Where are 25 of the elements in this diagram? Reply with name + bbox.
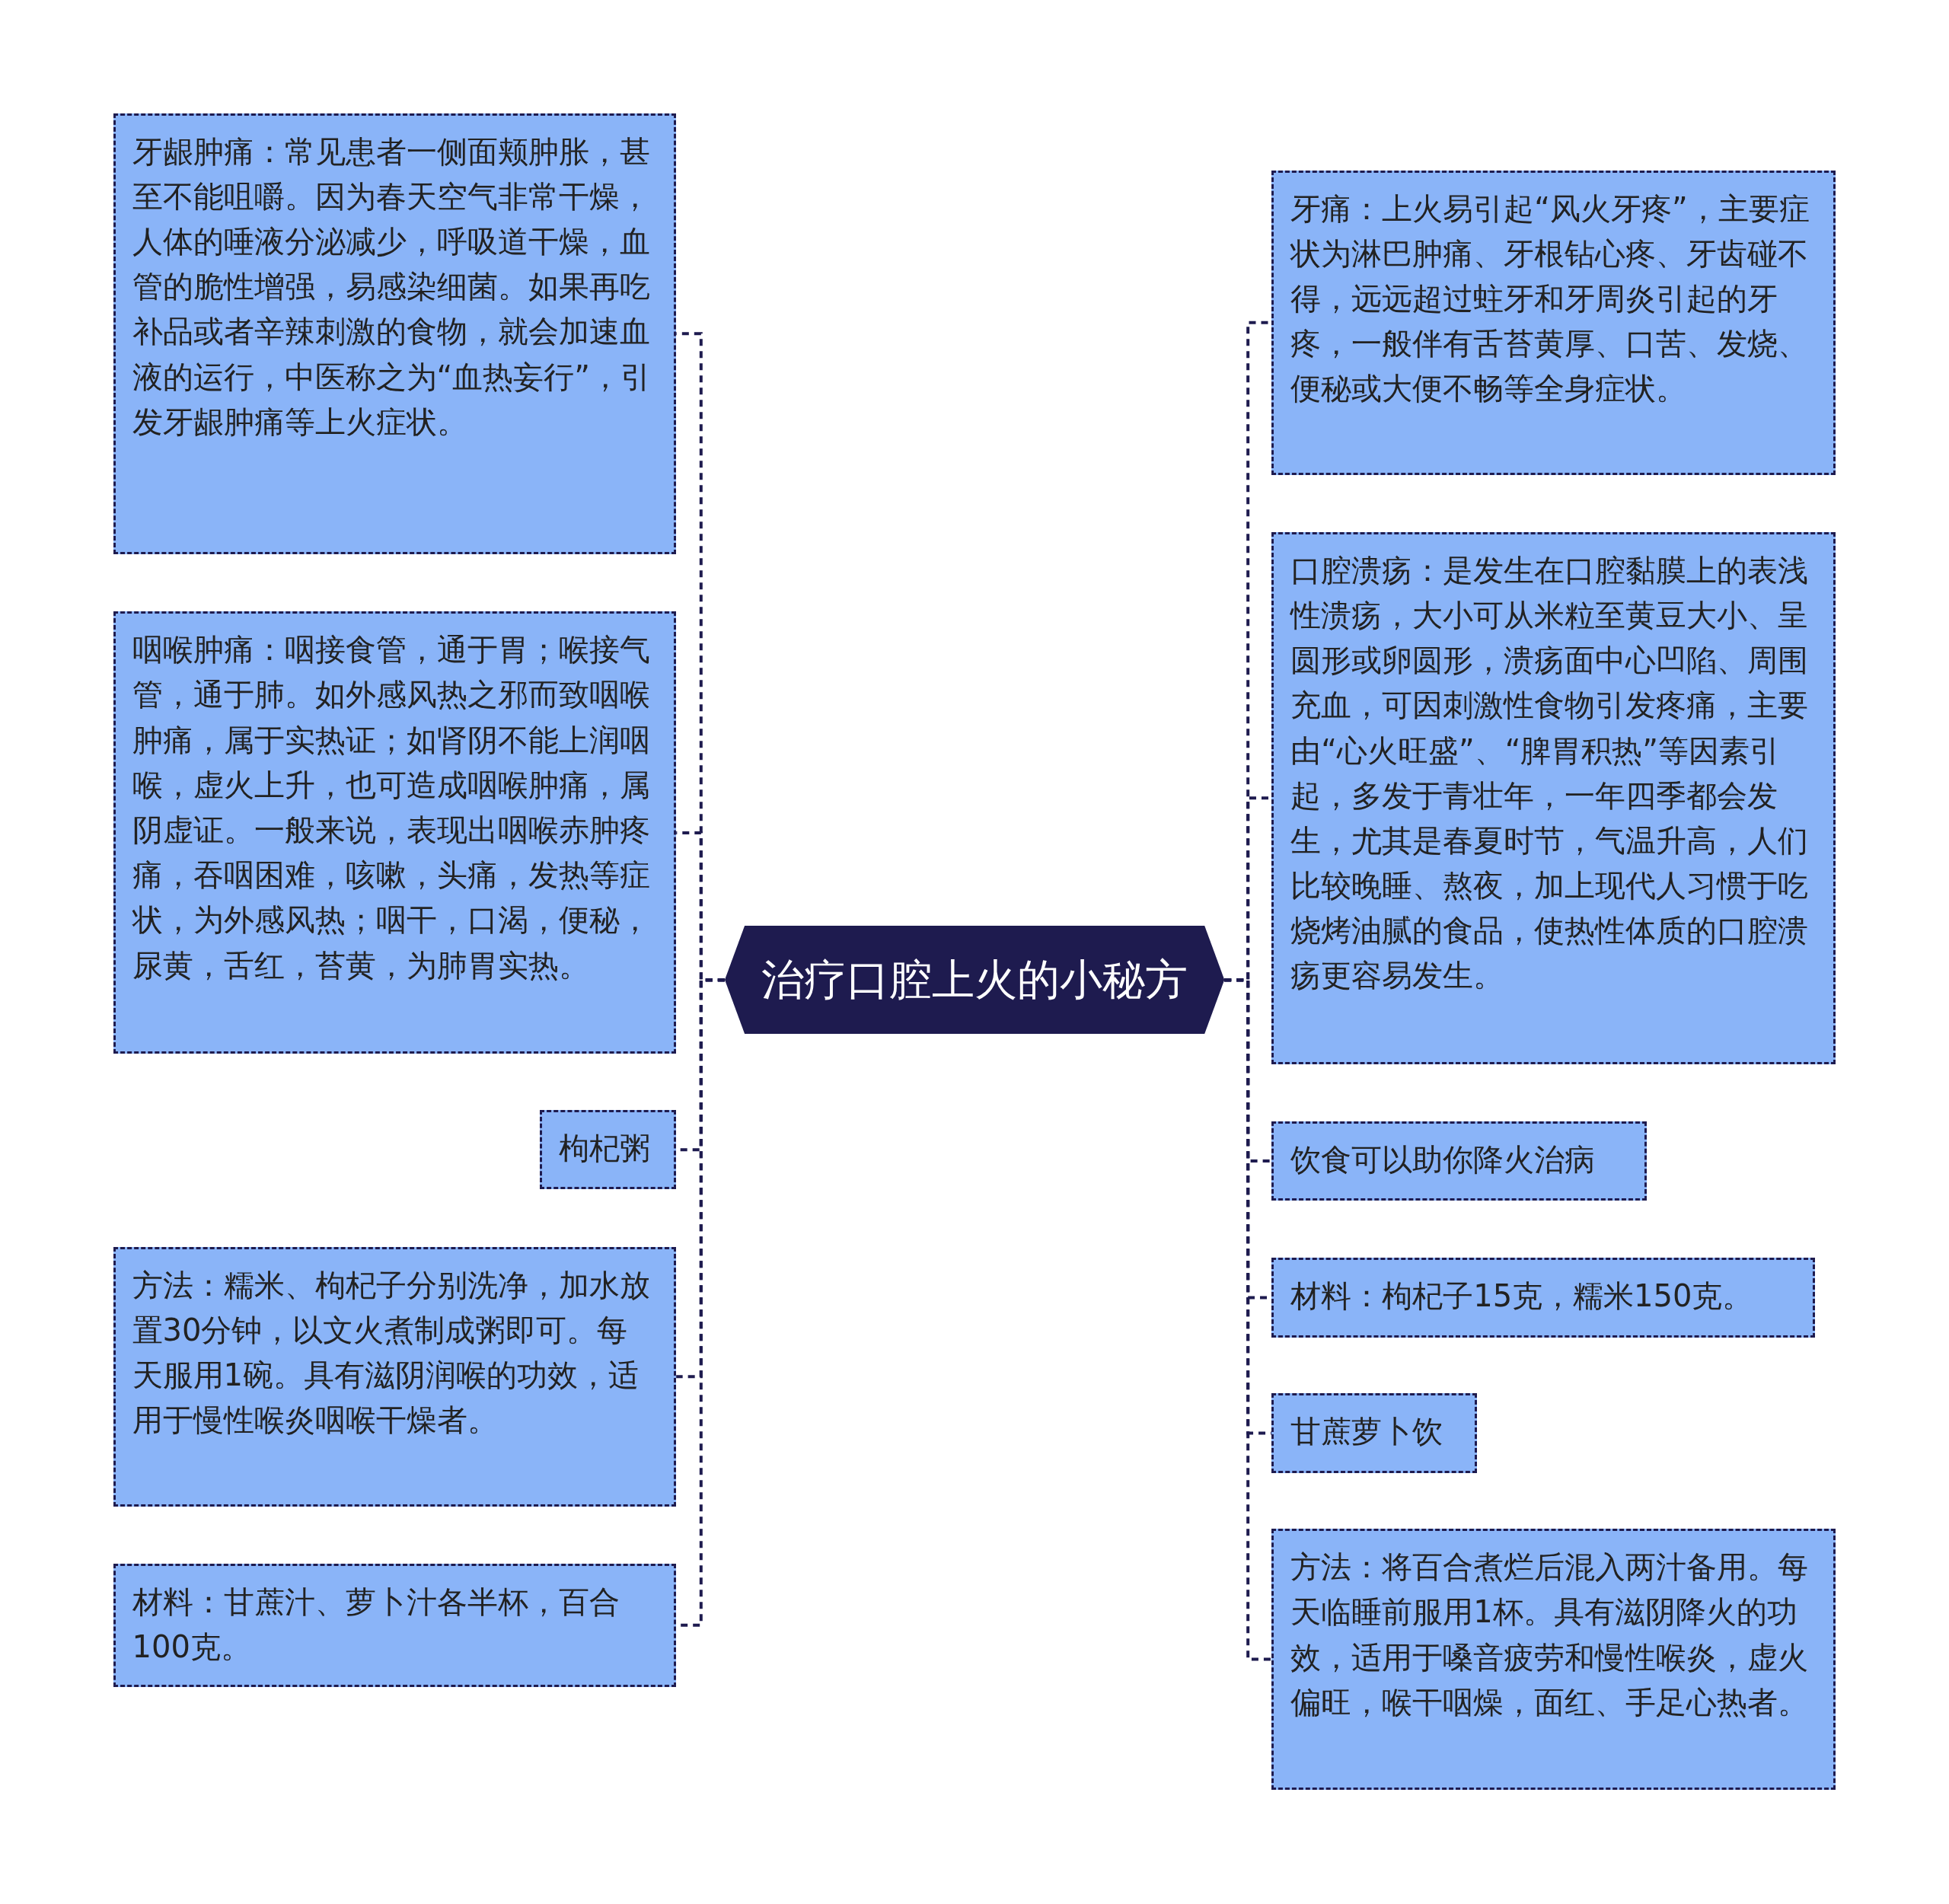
text-box (539, 1109, 677, 1190)
text-box (1271, 170, 1836, 475)
text-box (113, 611, 677, 1054)
text-box (1271, 1393, 1477, 1473)
note-text: 材料：枸杞子15克，糯米150克。 (1290, 1277, 1754, 1316)
text-box (113, 1246, 677, 1507)
text-box (113, 113, 677, 555)
text-box (1271, 1258, 1815, 1338)
text-box (113, 1563, 677, 1687)
note-text: 牙龈肿痛：常见患者一侧面颊肿胀，甚至不能咀嚼。因为春天空气非常干燥，人体的唾液分泌减少，呼吸道干燥，血管的脆性增强，易感染细菌。如果再吃补品或者辛辣刺激的食物，就会加速血液的运行，中医称之为“血热妄行”，引发牙龈肿痛等上火症状。 (132, 132, 652, 441)
note-text: 牙痛：上火易引起“风火牙疼”，主要症状为淋巴肿痛、牙根钻心疼、牙齿碰不得，远远超过蛀牙和牙周炎引起的牙疼，一般伴有舌苔黄厚、口苦、发烧、便秘或大便不畅等全身症状。 (1290, 190, 1810, 408)
connector-line (1224, 978, 1272, 1661)
topic-hexagon (724, 926, 1225, 1035)
text-box (1271, 531, 1836, 1064)
note-text: 枸杞粥 (558, 1129, 651, 1167)
topic-title: 治疗口腔上火的小秘方 (761, 953, 1188, 1006)
note-text: 饮食可以助你降火治病 (1290, 1140, 1597, 1178)
text-box (1271, 1529, 1836, 1790)
note-text: 甘蔗萝卜饮 (1290, 1413, 1444, 1451)
text-box (1271, 1121, 1648, 1201)
note-text: 咽喉肿痛：咽接食管，通于胃；喉接气管，通于肺。如外感风热之邪而致咽喉肿痛，属于实热证；如肾阴不能上润咽喉，虚火上升，也可造成咽喉肿痛，属阴虚证。一般来说，表现出咽喉赤肿疼痛，吞咽困难，咳嗽，头痛，发热等症状，为外感风热；咽干，口渴，便秘，尿黄，舌红，苔黄，为肺胃实热。 (132, 631, 651, 984)
note-text: 口腔溃疡：是发生在口腔黏膜上的表浅性溃疡，大小可从米粒至黄豆大小、呈圆形或卵圆形，溃疡面中心凹陷、周围充血，可因刺激性食物引发疼痛，主要由“心火旺盛”、“脾胃积热”等因素引起，多发于青壮年，一年四季都会发生，尤其是春夏时节，气温升高，人们比较晚睡、熬夜，加上现代人习惯于吃烧烤油腻的食品，使热性体质的口腔溃疡更容易发生。 (1290, 551, 1810, 995)
note-text: 方法：将百合煮烂后混入两汁备用。每天临睡前服用1杯。具有滋阴降火的功效，适用于嗓音疲劳和慢性喉炎，虚火偏旺，喉干咽燥，面红、手足心热者。 (1290, 1548, 1810, 1721)
note-text: 方法：糯米、枸杞子分别洗净，加水放置30分钟，以文火煮制成粥即可。每天服用1碗。具有滋阴润喉的功效，适用于慢性喉炎咽喉干燥者。 (132, 1266, 651, 1440)
note-text: 材料：甘蔗汁、萝卜汁各半杯，百合100克。 (132, 1583, 620, 1666)
